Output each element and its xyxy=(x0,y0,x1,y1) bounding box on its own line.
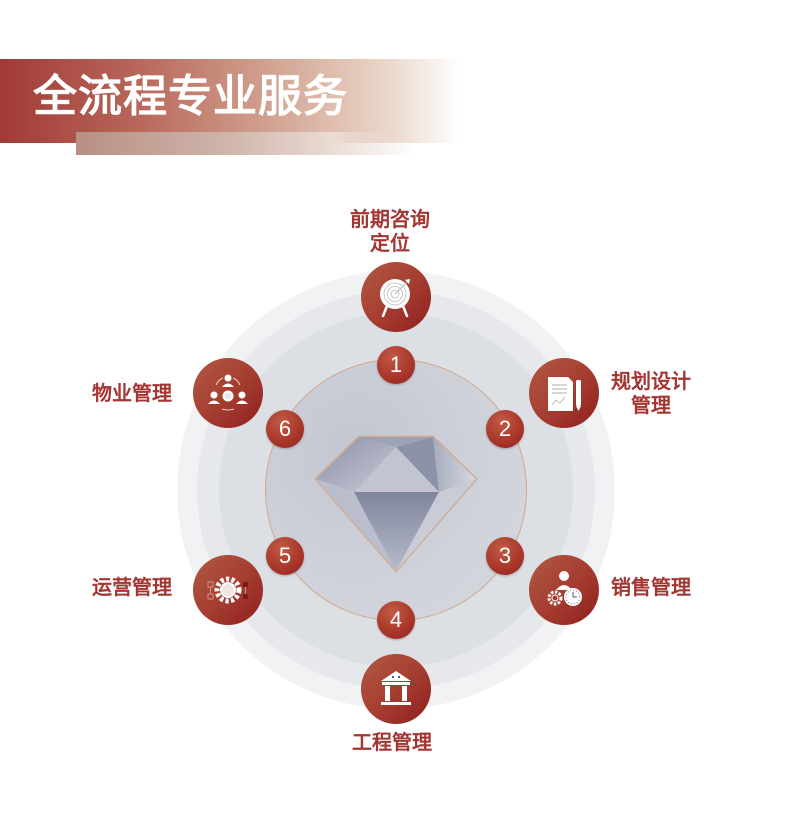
step-node-1[interactable] xyxy=(361,262,431,332)
title-banner xyxy=(0,59,460,143)
step-label-6: 物业管理 xyxy=(92,381,172,405)
step-label-2-line2: 管理 xyxy=(631,393,671,417)
step-node-5[interactable] xyxy=(193,555,263,625)
step-node-2[interactable] xyxy=(529,358,599,428)
step-label-2: 规划设计 管理 xyxy=(611,369,691,417)
step-node-3[interactable] xyxy=(529,555,599,625)
step-label-1-line1: 前期咨询 xyxy=(350,207,430,231)
building-columns-icon xyxy=(381,671,411,705)
document-pen-icon xyxy=(548,377,581,411)
step-label-2-line1: 规划设计 xyxy=(611,369,691,393)
step-label-1: 前期咨询 定位 xyxy=(350,207,430,255)
step-number-5: 5 xyxy=(266,537,304,575)
gear-network-icon xyxy=(207,576,248,604)
step-number-4: 4 xyxy=(377,601,415,639)
step-node-6[interactable] xyxy=(193,358,263,428)
step-node-4[interactable] xyxy=(361,654,431,724)
step-number-6: 6 xyxy=(266,410,304,448)
step-label-5: 运营管理 xyxy=(92,575,172,599)
target-icon xyxy=(380,278,411,318)
step-label-3: 销售管理 xyxy=(611,575,691,599)
diamond-icon xyxy=(314,435,478,573)
step-number-2: 2 xyxy=(486,410,524,448)
team-cycle-icon xyxy=(208,374,248,411)
step-label-4: 工程管理 xyxy=(352,730,432,754)
step-number-1: 1 xyxy=(377,346,415,384)
step-number-3: 3 xyxy=(486,537,524,575)
person-gear-clock-icon xyxy=(547,571,582,606)
step-label-1-line2: 定位 xyxy=(370,231,410,255)
page-title: 全流程专业服务 xyxy=(33,71,348,122)
title-underline-bar xyxy=(76,132,416,155)
